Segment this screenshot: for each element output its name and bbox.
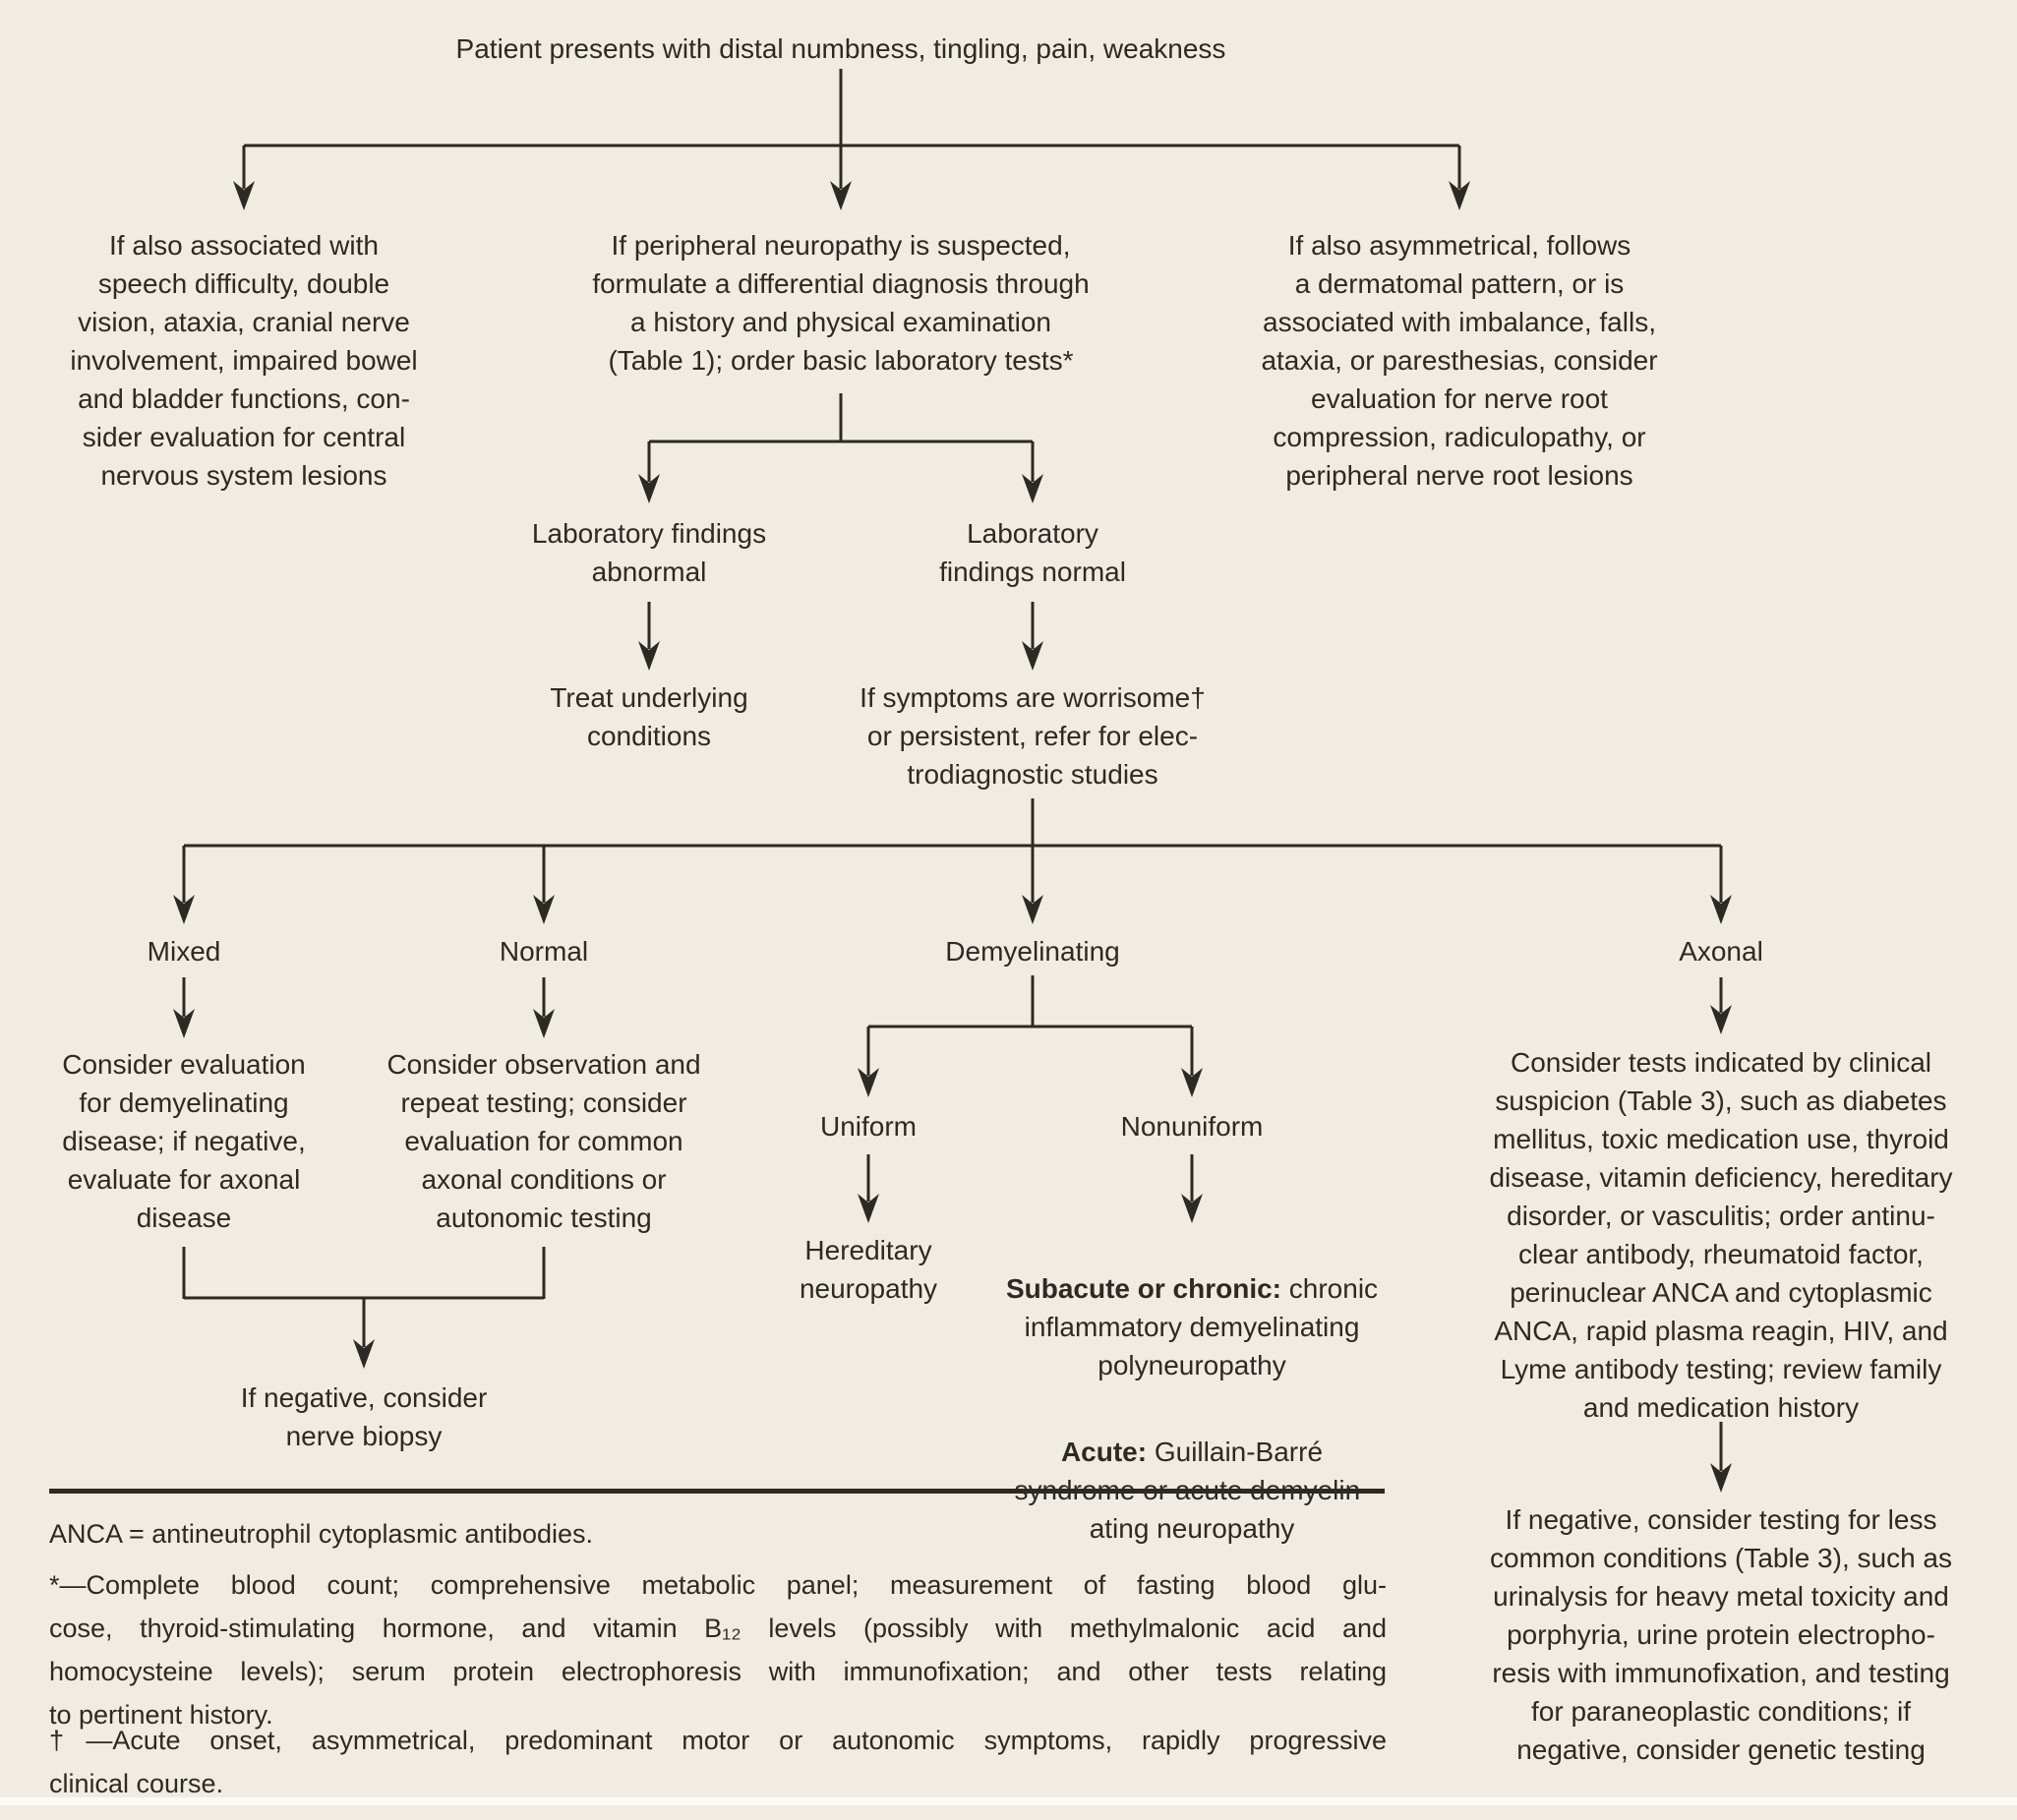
node-nerve-root-evaluation: If also asymmetrical, follows a dermatom… xyxy=(1261,230,1658,491)
arrowhead xyxy=(173,1009,195,1038)
footnote-asterisk: *—Complete blood count; comprehensive me… xyxy=(49,1570,1387,1686)
label-nonuniform: Nonuniform xyxy=(1120,1111,1264,1142)
footnote-asterisk-lastline: to pertinent history. xyxy=(49,1700,273,1730)
node-nerve-biopsy: If negative, consider nerve biopsy xyxy=(240,1382,488,1451)
subacute-lead-label: Subacute or chronic: xyxy=(1005,1273,1281,1304)
arrowhead xyxy=(858,1068,879,1097)
subacute-text: chronic inflammatory demyelinating polyn… xyxy=(1024,1273,1379,1380)
arrowhead xyxy=(353,1339,375,1369)
arrowhead xyxy=(1710,1005,1732,1034)
acute-lead-label: Acute: xyxy=(1060,1437,1148,1467)
node-neuropathy-workup: If peripheral neuropathy is suspected, f… xyxy=(592,230,1090,376)
node-presenting-symptoms: Patient presents with distal numbness, t… xyxy=(455,33,1226,64)
arrowhead xyxy=(173,895,195,924)
footnote-divider-rule xyxy=(49,1489,1385,1494)
arrowhead xyxy=(1710,1463,1732,1493)
arrowhead xyxy=(1449,181,1470,210)
node-treat-underlying: Treat underlying conditions xyxy=(550,682,748,751)
arrowhead xyxy=(233,181,255,210)
arrowhead xyxy=(1181,1194,1203,1223)
node-lab-normal: Laboratory findings normal xyxy=(939,518,1126,587)
label-normal: Normal xyxy=(499,936,589,967)
arrowhead xyxy=(638,474,660,503)
footnote-dagger-lastline: clinical course. xyxy=(49,1769,224,1798)
footnote-dagger: †—Acute onset, asymmetrical, predominant… xyxy=(49,1726,1387,1755)
arrowhead xyxy=(1022,474,1043,503)
bottom-separator-band xyxy=(0,1797,2017,1805)
arrowhead xyxy=(1710,895,1732,924)
node-electrodiagnostic-referral: If symptoms are worrisome† or persistent… xyxy=(860,682,1206,790)
footnote-abbreviation: ANCA = antineutrophil cytoplasmic antibo… xyxy=(49,1519,594,1549)
label-uniform: Uniform xyxy=(819,1111,918,1142)
arrowhead xyxy=(533,1009,555,1038)
node-lab-abnormal: Laboratory findings abnormal xyxy=(531,518,767,587)
node-mixed-evaluation: Consider evaluation for demyelinating di… xyxy=(62,1049,306,1233)
label-axonal: Axonal xyxy=(1679,936,1763,967)
node-normal-evaluation: Consider observation and repeat testing;… xyxy=(386,1049,701,1233)
arrowhead xyxy=(1181,1068,1203,1097)
node-hereditary-neuropathy: Hereditary neuropathy xyxy=(799,1235,938,1304)
label-mixed: Mixed xyxy=(147,936,221,967)
node-cns-evaluation: If also associated with speech difficult… xyxy=(70,230,418,491)
label-demyelinating: Demyelinating xyxy=(945,936,1120,967)
node-axonal-less-common: If negative, consider testing for less c… xyxy=(1490,1504,1952,1765)
arrowhead xyxy=(830,181,852,210)
arrowhead xyxy=(638,641,660,671)
arrowhead xyxy=(858,1194,879,1223)
node-subacute-chronic: Subacute or chronic: chronic inflammator… xyxy=(1006,1269,1378,1384)
arrowhead xyxy=(1022,895,1043,924)
node-axonal-tests: Consider tests indicated by clinical sus… xyxy=(1489,1047,1953,1423)
arrowhead xyxy=(1022,641,1043,671)
arrowhead xyxy=(533,895,555,924)
